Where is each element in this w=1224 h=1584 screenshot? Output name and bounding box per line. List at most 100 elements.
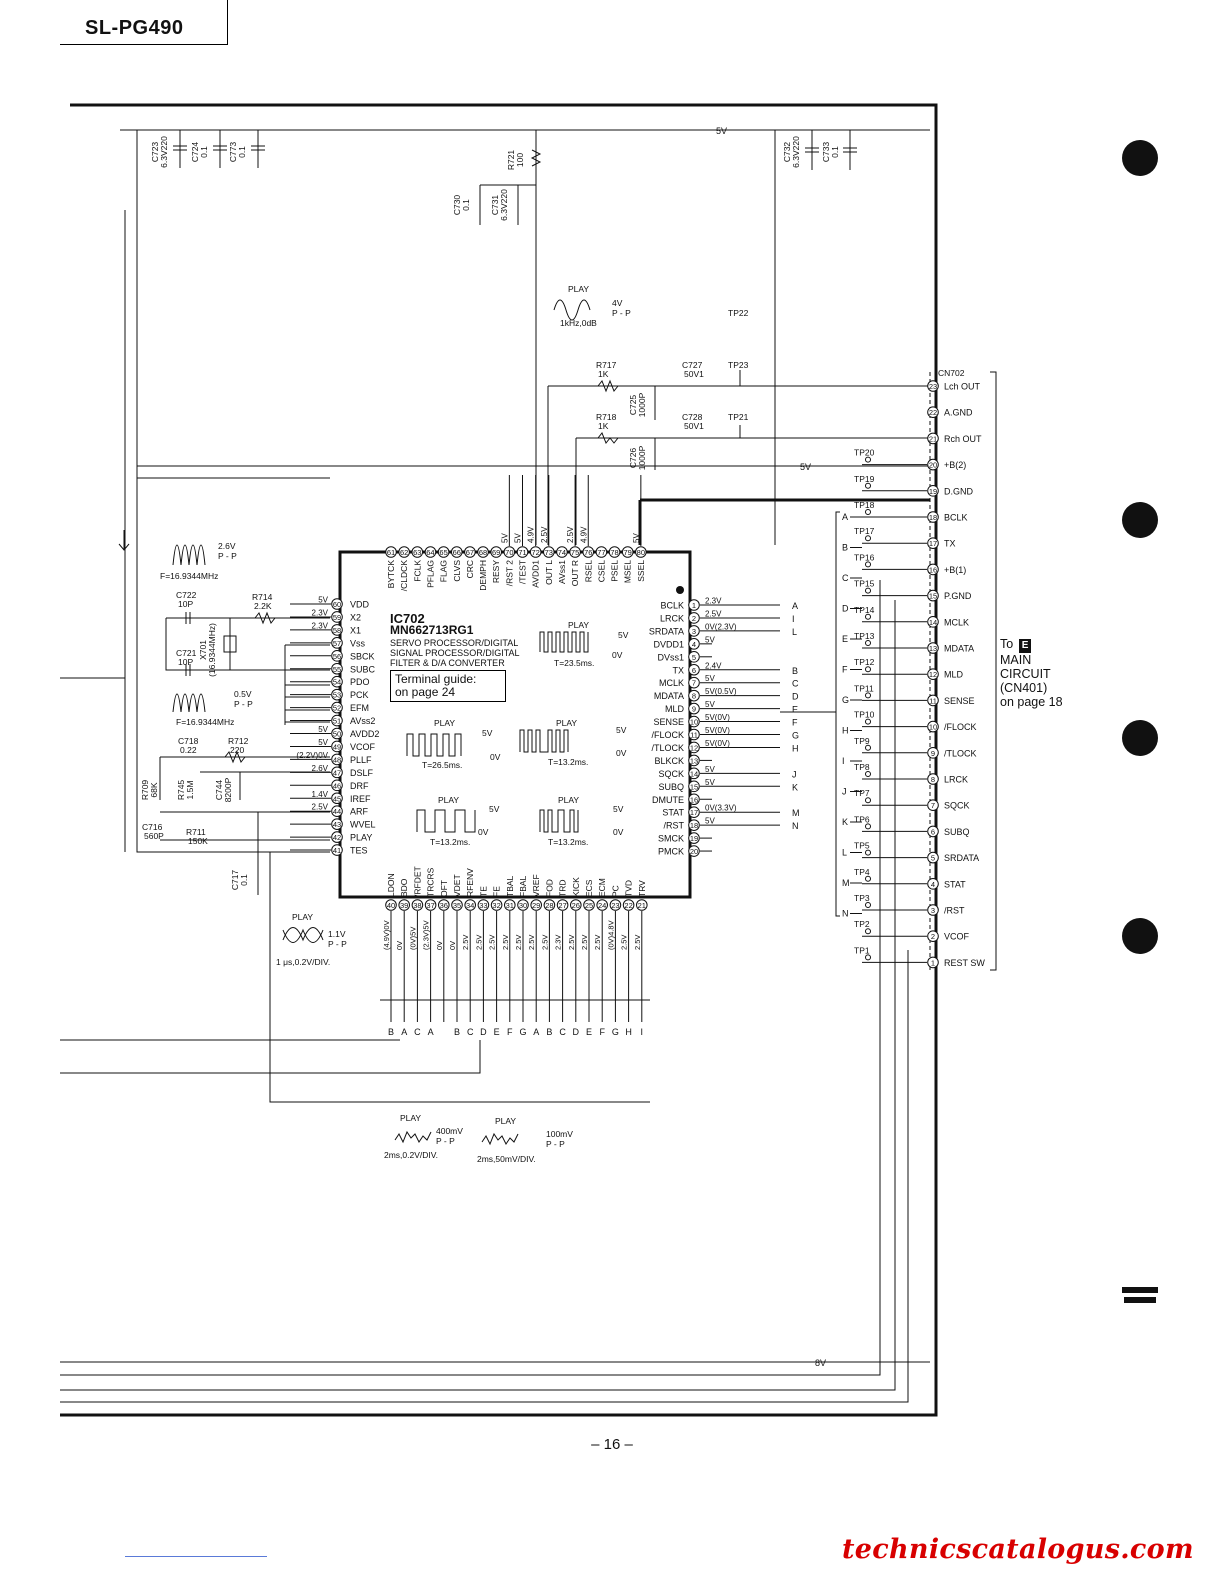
ic-pin-29-number: 29 bbox=[532, 901, 540, 910]
testpoint-label: TP13 bbox=[854, 631, 875, 641]
connector-letter: F bbox=[842, 665, 848, 675]
ic-pin-name: CLVS bbox=[452, 560, 462, 582]
ic-pin-17-number: 17 bbox=[690, 808, 698, 817]
r745-value: 1.5M bbox=[185, 781, 195, 800]
testpoint-label: TP7 bbox=[854, 788, 870, 798]
testpoint-label: TP5 bbox=[854, 841, 870, 851]
c773-value: 0.1 bbox=[237, 146, 247, 158]
ic-pin-3-number: 3 bbox=[692, 627, 696, 636]
ic-pin-13-circle bbox=[688, 754, 700, 767]
ic-pin-43-circle bbox=[331, 818, 343, 830]
ic-pin-voltage: 5V(0V) bbox=[705, 713, 730, 722]
waveform-eye-amp: 1.1V bbox=[328, 929, 346, 939]
bus-letter: E bbox=[494, 1027, 500, 1037]
wave-3 bbox=[416, 809, 476, 833]
connector-letter: L bbox=[842, 848, 847, 858]
testpoint-label: TP9 bbox=[854, 736, 870, 746]
cn702-pin-name: /RST bbox=[944, 906, 965, 916]
cn702-pin-name: /TLOCK bbox=[944, 748, 977, 758]
waveform-mclk-hi: 5V bbox=[618, 630, 629, 640]
ic-pin-name: SUBC bbox=[350, 664, 376, 674]
bus-letter: G bbox=[519, 1027, 526, 1037]
te-wave bbox=[394, 1130, 432, 1144]
wire-dgnd bbox=[638, 498, 930, 545]
ic-pin-voltage: 5V(0V) bbox=[705, 739, 730, 748]
cn702-pin-5-number: 5 bbox=[931, 854, 935, 863]
bus-letter: L bbox=[792, 627, 797, 637]
waveform-w3-lo: 0V bbox=[478, 827, 489, 837]
bus-letter: D bbox=[573, 1027, 580, 1037]
cn702-pin-name: SENSE bbox=[944, 696, 975, 706]
ic-pin-71-circle bbox=[516, 546, 529, 558]
ic-pin-name: /CLDCK bbox=[399, 560, 409, 592]
to-line-3: CIRCUIT bbox=[1000, 667, 1051, 681]
r711-ref: R711 bbox=[186, 827, 206, 837]
ic-pin-voltage: 4.9V bbox=[579, 526, 588, 543]
ic-pin-70-circle bbox=[503, 546, 516, 558]
ic-pin-24-circle bbox=[596, 899, 609, 911]
cn702-pin-6-circle bbox=[927, 825, 939, 838]
connector-ref: CN702 bbox=[938, 368, 965, 378]
ic-pin-26-circle bbox=[570, 899, 582, 911]
ic-pin-78-number: 78 bbox=[610, 548, 618, 557]
waveform-eye-title: PLAY bbox=[292, 912, 313, 922]
ic-pin-62-circle bbox=[398, 546, 410, 558]
c716-ref: C716 bbox=[142, 822, 163, 832]
ic-pin-34-circle bbox=[464, 899, 477, 911]
bus-letter: B bbox=[454, 1027, 460, 1037]
ic-pin-61-circle bbox=[385, 546, 397, 558]
ic-pin-80-number: 80 bbox=[637, 548, 645, 557]
waveform-audio-amp: 4V bbox=[612, 298, 623, 308]
ic-pin-name: AVss2 bbox=[350, 716, 375, 726]
caps-top-left bbox=[179, 130, 259, 168]
connector-letter: G bbox=[842, 695, 849, 705]
ic-pin-50-circle bbox=[331, 727, 343, 740]
ic-pin-38-circle bbox=[411, 899, 424, 911]
ic-pin-59-circle bbox=[331, 611, 343, 623]
ic-pin-voltage: 0V(2.3V) bbox=[705, 622, 737, 631]
ic-pin-name: OFT bbox=[439, 880, 449, 897]
waveform-fe-amp: 100mV bbox=[546, 1129, 573, 1139]
to-line-4: (CN401) bbox=[1000, 681, 1048, 695]
cn702-pin-name: D.GND bbox=[944, 486, 974, 496]
bus-letter: K bbox=[792, 782, 798, 792]
cn702-pin-9-circle bbox=[927, 747, 939, 759]
ic-pin-61-number: 61 bbox=[387, 548, 395, 557]
bottom-bus bbox=[60, 852, 650, 1103]
testpoint-circle bbox=[865, 928, 871, 935]
waveform-w4-note: T=13.2ms. bbox=[548, 837, 588, 847]
ic-pin-name: TRCRS bbox=[426, 867, 436, 897]
c728-ref: C728 bbox=[682, 412, 703, 422]
wave-2 bbox=[519, 729, 569, 753]
ic-pin-64-number: 64 bbox=[426, 548, 434, 557]
cn702-pin-21-number: 21 bbox=[929, 434, 937, 443]
ic-pin-27-circle bbox=[556, 899, 569, 911]
c723-value: 6.3V220 bbox=[159, 136, 169, 168]
ic-pin-21-number: 21 bbox=[638, 901, 646, 910]
cn702-pin-name: A.GND bbox=[944, 408, 973, 418]
ic-pin-voltage: 2.4V bbox=[705, 661, 722, 670]
ic-pin-66-number: 66 bbox=[453, 548, 461, 557]
xtal-wave-2 bbox=[172, 693, 206, 713]
c725-value: 1000P bbox=[637, 392, 647, 417]
testpoint-label: TP15 bbox=[854, 579, 875, 589]
testpoint-label: TP17 bbox=[854, 526, 875, 536]
ic-pin-33-circle bbox=[477, 899, 490, 911]
ic-pin-9-circle bbox=[688, 702, 700, 715]
bus-letter: N bbox=[792, 821, 799, 831]
cn702-pin-1-number: 1 bbox=[931, 958, 935, 967]
testpoint-label: TP4 bbox=[854, 867, 870, 877]
ic-pin-12-circle bbox=[688, 741, 700, 754]
ic-pin-49-circle bbox=[331, 740, 343, 753]
cn702-pin-name: TX bbox=[944, 539, 956, 549]
ic-pin-41-number: 41 bbox=[333, 846, 341, 855]
testpoint-circle bbox=[865, 902, 871, 908]
ic-pin-76-number: 76 bbox=[584, 548, 592, 557]
ic-pin-35-number: 35 bbox=[453, 901, 461, 910]
c721-c722 bbox=[185, 612, 191, 676]
ic-pin-name: TBAL bbox=[505, 875, 515, 897]
c744-ref: C744 bbox=[214, 780, 224, 801]
ic-pin-39-number: 39 bbox=[400, 901, 408, 910]
c726-value: 1000P bbox=[637, 445, 647, 470]
ic-pin-47-circle bbox=[331, 766, 343, 779]
